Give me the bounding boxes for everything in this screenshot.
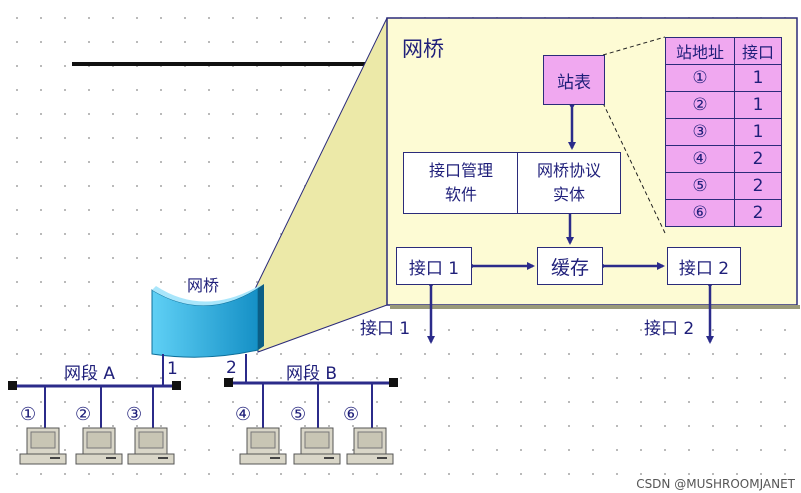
computer-icon	[293, 427, 341, 465]
bridge-protocol-line1: 网桥协议	[536, 161, 601, 180]
segment-a-end-right	[172, 381, 181, 390]
host-4-label: ④	[235, 404, 252, 425]
computer-icon	[75, 427, 123, 465]
dashed-link-top	[602, 36, 666, 56]
table-row: ④ 2	[665, 145, 782, 173]
host-3-label: ③	[126, 404, 143, 425]
station-cell: ②	[665, 91, 735, 119]
port-cell: 2	[734, 172, 782, 200]
segment-b-label: 网段 B	[286, 364, 338, 384]
table-row: ⑥ 2	[665, 199, 782, 227]
table-row: ① 1	[665, 64, 782, 92]
port1-box: 接口 1	[396, 247, 472, 285]
port1-external-label: 接口 1	[360, 319, 411, 339]
station-address-table: 站地址 接口 ① 1 ② 1 ③ 1 ④ 2 ⑤ 2 ⑥ 2	[665, 37, 782, 227]
host-5-label: ⑤	[290, 404, 307, 425]
horizontal-rule	[72, 62, 390, 66]
bridge-device-label: 网桥	[187, 276, 220, 295]
dashed-link-bottom	[602, 102, 666, 234]
bridge-protocol-entity-box: 网桥协议 实体	[517, 152, 621, 214]
table-header-row: 站地址 接口	[665, 37, 782, 65]
bridge-port1-number: 1	[167, 359, 178, 379]
port-management-software-box: 接口管理 软件	[403, 152, 519, 214]
port-cell: 1	[734, 118, 782, 146]
header-station-address: 站地址	[665, 37, 735, 65]
station-cell: ④	[665, 145, 735, 173]
bridge-detail-title: 网桥	[402, 37, 444, 61]
port-cell: 1	[734, 91, 782, 119]
station-table-box: 站表	[543, 55, 605, 105]
callout-wedge	[254, 17, 388, 353]
table-row: ③ 1	[665, 118, 782, 146]
port-management-line1: 接口管理	[428, 161, 493, 180]
bridge-port2-number: 2	[226, 358, 237, 378]
bridge-device-top	[152, 284, 262, 306]
buffer-box: 缓存	[537, 247, 603, 285]
port2-external-label: 接口 2	[644, 319, 695, 339]
segment-b-end-right	[389, 378, 398, 387]
computer-icon	[346, 427, 394, 465]
watermark: CSDN @MUSHROOMJANET	[636, 477, 795, 491]
host-6-label: ⑥	[343, 404, 360, 425]
station-cell: ③	[665, 118, 735, 146]
station-cell: ⑤	[665, 172, 735, 200]
port-cell: 2	[734, 199, 782, 227]
host-2-label: ②	[75, 404, 92, 425]
port2-box: 接口 2	[667, 247, 741, 285]
port-management-line2: 软件	[444, 185, 477, 204]
computer-icon	[19, 427, 67, 465]
segment-b-end-left	[224, 378, 233, 387]
computer-icon	[127, 427, 175, 465]
bridge-device-side	[258, 284, 264, 350]
header-port: 接口	[734, 37, 782, 65]
segment-a-label: 网段 A	[64, 364, 116, 384]
bridge-protocol-line2: 实体	[552, 185, 585, 204]
port-cell: 1	[734, 64, 782, 92]
table-row: ② 1	[665, 91, 782, 119]
station-cell: ①	[665, 64, 735, 92]
table-row: ⑤ 2	[665, 172, 782, 200]
segment-a-end-left	[8, 381, 17, 390]
host-1-label: ①	[20, 404, 37, 425]
computer-icon	[239, 427, 287, 465]
port-cell: 2	[734, 145, 782, 173]
bridge-device-front	[151, 287, 259, 358]
panel-shadow	[390, 305, 800, 309]
station-cell: ⑥	[665, 199, 735, 227]
